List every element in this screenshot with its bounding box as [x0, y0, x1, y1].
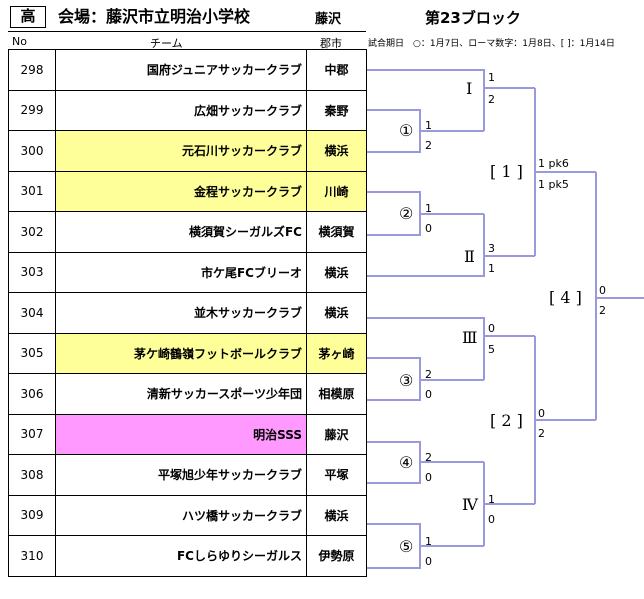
score-top-5: 1 [425, 535, 432, 548]
match-label-s2: [ 2 ] [490, 411, 523, 430]
score-bottom-3: 0 [425, 388, 432, 401]
score-top-III: 0 [488, 322, 495, 335]
score-top-2: 1 [425, 202, 432, 215]
bracket-line [367, 69, 485, 88]
grade-badge: 高 [10, 6, 46, 28]
team-no: 298 [8, 49, 56, 91]
score-bottom-s2: 2 [538, 427, 545, 440]
team-name: FCしらゆりシーガルス [55, 535, 307, 577]
score-bottom-5: 0 [425, 555, 432, 568]
match-label-5: ⑤ [399, 537, 414, 556]
match-label-1: ① [399, 121, 414, 140]
match-label-4: ④ [399, 453, 414, 472]
team-name: 明治SSS [55, 413, 307, 455]
match-label-2: ② [399, 204, 414, 223]
team-no: 309 [8, 494, 56, 536]
score-top-final: 0 [599, 284, 606, 297]
team-name: 元石川サッカークラブ [55, 130, 307, 172]
team-name: 清新サッカースポーツ少年団 [55, 373, 307, 415]
team-no: 303 [8, 251, 56, 293]
match-label-s1: [ 1 ] [490, 162, 523, 181]
score-bottom-final: 2 [599, 304, 606, 317]
match-label-II: Ⅱ [464, 247, 475, 266]
team-name: ハツ橋サッカークラブ [55, 494, 307, 536]
column-header-city: 郡市 [320, 37, 342, 50]
score-bottom-2: 0 [425, 222, 432, 235]
score-top-IV: 1 [488, 493, 495, 506]
team-city: 横浜 [306, 130, 367, 172]
score-top-s1: 1 pk6 [538, 157, 569, 170]
score-bottom-III: 5 [488, 343, 495, 356]
team-city: 横須賀 [306, 211, 367, 253]
column-header-no: No [12, 35, 27, 48]
score-top-1: 1 [425, 119, 432, 132]
venue-city: 藤沢 [315, 12, 342, 27]
header-divider [8, 31, 366, 32]
venue-title: 会場：藤沢市立明治小学校 [58, 7, 251, 26]
team-city: 中郡 [306, 49, 367, 91]
match-label-III: Ⅲ [462, 328, 478, 347]
score-bottom-1: 2 [425, 139, 432, 152]
bracket-line [367, 317, 485, 336]
team-no: 307 [8, 413, 56, 455]
team-city: 藤沢 [306, 413, 367, 455]
team-city: 平塚 [306, 454, 367, 496]
team-city: 横浜 [306, 251, 367, 293]
schedule-note: 試合期日 ○：1月7日、ローマ数字：1月8日、[ ]：1月14日 [368, 39, 615, 49]
team-name: 国府ジュニアサッカークラブ [55, 49, 307, 91]
score-top-s2: 0 [538, 407, 545, 420]
score-top-3: 2 [425, 368, 432, 381]
team-city: 秦野 [306, 89, 367, 131]
team-city: 伊勢原 [306, 535, 367, 577]
team-city: 横浜 [306, 292, 367, 334]
score-top-II: 3 [488, 242, 495, 255]
score-top-I: 1 [488, 71, 495, 84]
score-bottom-IV: 0 [488, 513, 495, 526]
team-city: 相模原 [306, 373, 367, 415]
team-city: 茅ヶ崎 [306, 332, 367, 374]
match-label-final: [ 4 ] [549, 288, 582, 307]
score-top-4: 2 [425, 451, 432, 464]
column-header-team: チーム [150, 37, 183, 50]
score-bottom-s1: 1 pk5 [538, 178, 569, 191]
team-name: 平塚旭少年サッカークラブ [55, 454, 307, 496]
match-label-IV: Ⅳ [462, 495, 478, 514]
team-city: 川崎 [306, 170, 367, 212]
team-name: 広畑サッカークラブ [55, 89, 307, 131]
block-title: 第23ブロック [425, 9, 521, 27]
score-bottom-II: 1 [488, 262, 495, 275]
score-bottom-4: 0 [425, 471, 432, 484]
match-label-3: ③ [399, 371, 414, 390]
score-bottom-I: 2 [488, 93, 495, 106]
match-label-I: Ⅰ [466, 79, 473, 98]
team-city: 横浜 [306, 494, 367, 536]
